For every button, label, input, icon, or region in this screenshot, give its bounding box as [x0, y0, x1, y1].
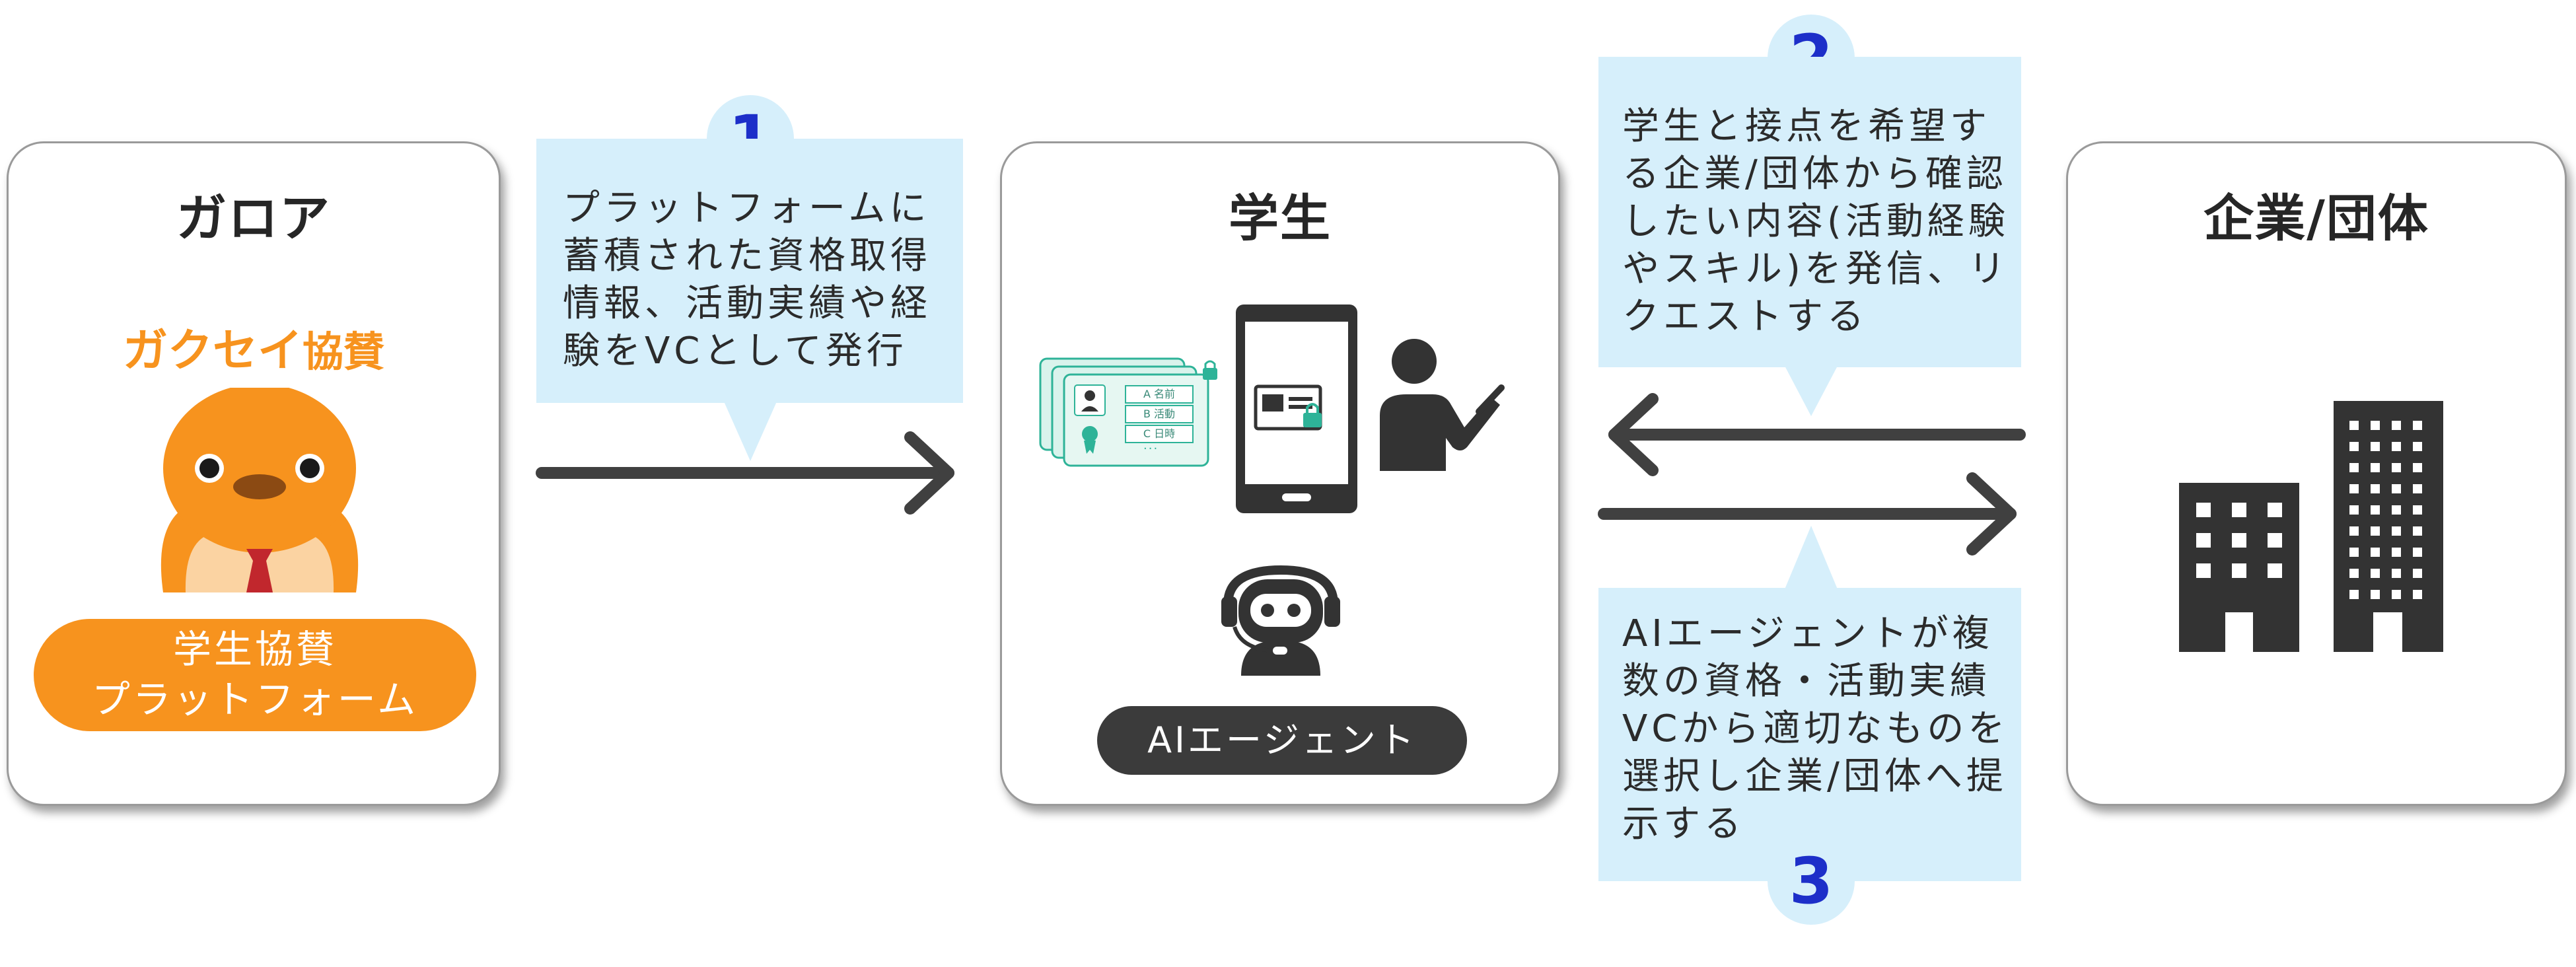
step-3-text: AIエージェントが複 数の資格・活動実績 VCから適切なものを 選択し企業/団体…	[1622, 612, 2009, 845]
arrow-garoa-to-student	[536, 431, 954, 515]
vc-field-a: A 名前	[1125, 385, 1194, 404]
brand-logo-sub: 協賛	[303, 328, 385, 376]
brand-logo: ガクセイ協賛	[9, 314, 499, 379]
student-title: 学生	[1229, 189, 1332, 248]
bird-mascot-icon	[161, 388, 359, 592]
ai-robot-icon	[1221, 565, 1340, 676]
arrow-student-to-company	[1598, 472, 2017, 555]
step-2-callout: 学生と接点を希望す る企業/団体から確認 したい内容(活動経験 やスキル)を発信…	[1598, 57, 2021, 367]
company-card: 企業/団体	[2066, 141, 2567, 806]
student-person-icon	[1380, 339, 1505, 471]
step-3-callout-tail	[1785, 526, 1838, 589]
garoa-title: ガロア	[176, 189, 331, 248]
office-buildings-icon	[2179, 401, 2443, 652]
vc-card-dots: ···	[1143, 442, 1159, 456]
step-1-text: プラットフォームに 蓄積された資格取得 情報、活動実績や経 験をVCとして発行	[563, 187, 931, 373]
vc-field-c: C 日時	[1125, 425, 1194, 443]
company-title: 企業/団体	[2203, 189, 2429, 248]
step-2-text: 学生と接点を希望す る企業/団体から確認 したい内容(活動経験 やスキル)を発信…	[1622, 105, 2009, 338]
step-1-callout-tail	[724, 402, 777, 461]
step-3-callout: AIエージェントが複 数の資格・活動実績 VCから適切なものを 選択し企業/団体…	[1598, 588, 2021, 881]
arrow-company-to-student	[1608, 393, 2026, 476]
brand-logo-main: ガクセイ	[122, 325, 303, 377]
step-1-callout: プラットフォームに 蓄積された資格取得 情報、活動実績や経 験をVCとして発行	[536, 139, 963, 403]
garoa-platform-pill: 学生協賛 プラットフォーム	[34, 619, 476, 731]
ai-agent-pill: AIエージェント	[1097, 706, 1467, 775]
garoa-card: ガロア ガクセイ協賛 学生協賛 プラットフォーム	[7, 141, 501, 806]
step-2-callout-tail	[1785, 366, 1838, 416]
student-card: 学生 A 名前 B 活動 C 日時 ···	[1000, 141, 1560, 806]
vc-field-b: B 活動	[1125, 405, 1194, 423]
step-3-number: 3	[1768, 838, 1855, 925]
smartphone-icon	[1236, 304, 1357, 513]
